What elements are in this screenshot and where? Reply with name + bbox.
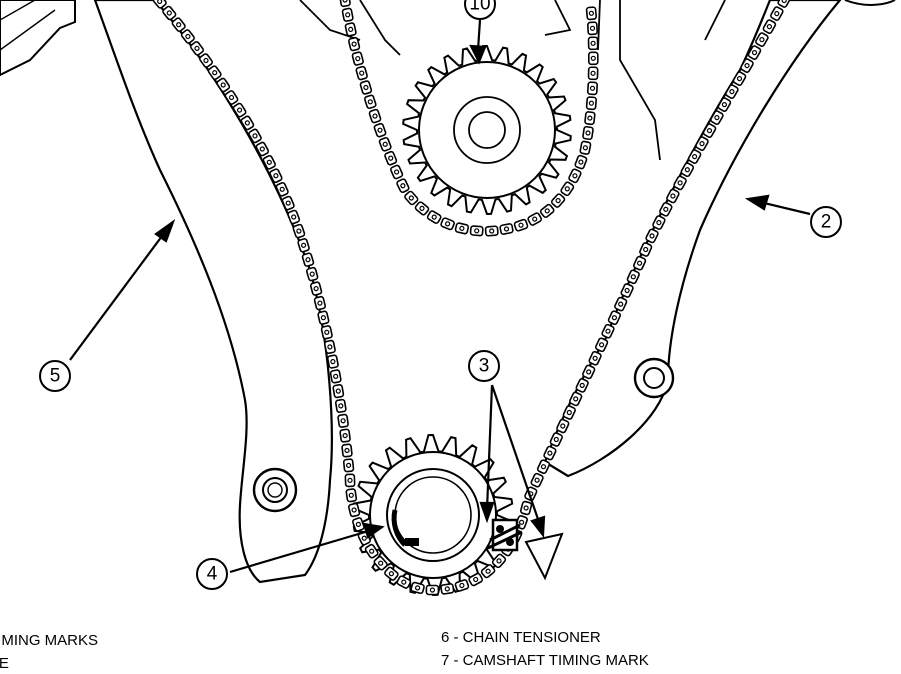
upper-housing-lines	[299, 0, 726, 161]
chain-link	[351, 50, 365, 67]
svg-text:10: 10	[469, 0, 490, 15]
chain-link	[383, 150, 398, 167]
chain-link	[587, 51, 599, 66]
chain-link	[579, 140, 592, 156]
chain-link	[316, 310, 330, 326]
chain-link	[425, 209, 443, 225]
camshaft-sprocket	[402, 44, 572, 216]
chain-link	[341, 7, 355, 23]
chain-link	[469, 225, 484, 237]
chain-link	[586, 21, 599, 36]
chain-link	[586, 81, 599, 96]
chain-link	[342, 458, 355, 473]
chain-link	[403, 189, 420, 207]
svg-text:4: 4	[207, 564, 218, 585]
left-chain-guide	[93, 0, 333, 584]
chain-link	[378, 136, 393, 153]
chain-link	[425, 584, 440, 596]
chain-link	[439, 582, 455, 596]
chain-link	[587, 36, 599, 51]
chain-link	[344, 473, 356, 488]
chain-link	[536, 458, 551, 475]
chain-link	[345, 487, 358, 503]
callout-3: 3	[468, 350, 500, 382]
chain-link	[341, 443, 353, 458]
svg-text:2: 2	[821, 212, 832, 233]
timing-mark-triangle	[524, 532, 564, 581]
chain-link	[347, 36, 361, 52]
chain-link	[368, 108, 382, 125]
chain-link	[372, 122, 388, 139]
chain-link	[336, 413, 350, 429]
chain-link	[309, 280, 323, 297]
chain-tensioner	[487, 518, 523, 552]
leader-arrows	[69, 19, 811, 574]
chain-link	[581, 125, 595, 141]
svg-text:3: 3	[479, 356, 490, 377]
callout-2: 2	[810, 206, 842, 238]
chain-link	[567, 167, 583, 184]
legend-left: TIMING MARKS DE	[0, 629, 98, 674]
legend-chain-tensioner: 6 - CHAIN TENSIONER	[441, 629, 601, 646]
chain-link	[338, 0, 352, 8]
chain-link	[326, 354, 340, 370]
chain-link	[454, 221, 470, 235]
chain-link	[363, 93, 378, 110]
chain-link	[389, 163, 404, 181]
chain-link	[409, 581, 426, 595]
chain-link	[334, 398, 347, 414]
chain-link	[332, 383, 345, 399]
chain-link	[538, 202, 556, 219]
callout-10: 10	[464, 0, 496, 20]
chain-link	[573, 154, 589, 171]
chain-link	[513, 218, 529, 233]
chain-link	[354, 65, 369, 81]
legend-timing-marks: TIMING MARKS	[0, 632, 99, 649]
chain-link	[395, 177, 411, 194]
chain-link	[529, 472, 545, 489]
chain-link	[559, 180, 576, 198]
chain-link	[583, 110, 596, 126]
legend-camshaft-timing-mark: 7 - CAMSHAFT TIMING MARK	[441, 652, 649, 669]
chain-link	[339, 428, 352, 443]
chain-link	[549, 192, 567, 209]
chain-link	[519, 500, 533, 516]
chain-link	[313, 295, 327, 311]
chain-link	[498, 222, 515, 236]
svg-text:5: 5	[50, 366, 61, 387]
upper-left-bracket	[0, 0, 76, 77]
chain-link	[439, 216, 456, 232]
chain-link	[359, 79, 373, 96]
chain-link	[484, 225, 499, 237]
chain-link	[320, 324, 334, 340]
callout-4: 4	[196, 558, 228, 590]
chain-link	[585, 96, 598, 111]
chain-link	[585, 6, 598, 21]
chain-link	[587, 66, 599, 81]
callout-5: 5	[39, 360, 71, 392]
chain-link	[329, 368, 343, 384]
chain-link	[347, 502, 361, 518]
legend-guide-fragment: DE	[0, 655, 9, 672]
chain-link	[413, 200, 431, 217]
legend-right: 6 - CHAIN TENSIONER 7 - CAMSHAFT TIMING …	[441, 626, 649, 672]
chain-link	[526, 211, 543, 227]
chain-link	[323, 339, 337, 355]
crankshaft-sprocket	[352, 433, 514, 597]
chain-link	[344, 21, 358, 38]
